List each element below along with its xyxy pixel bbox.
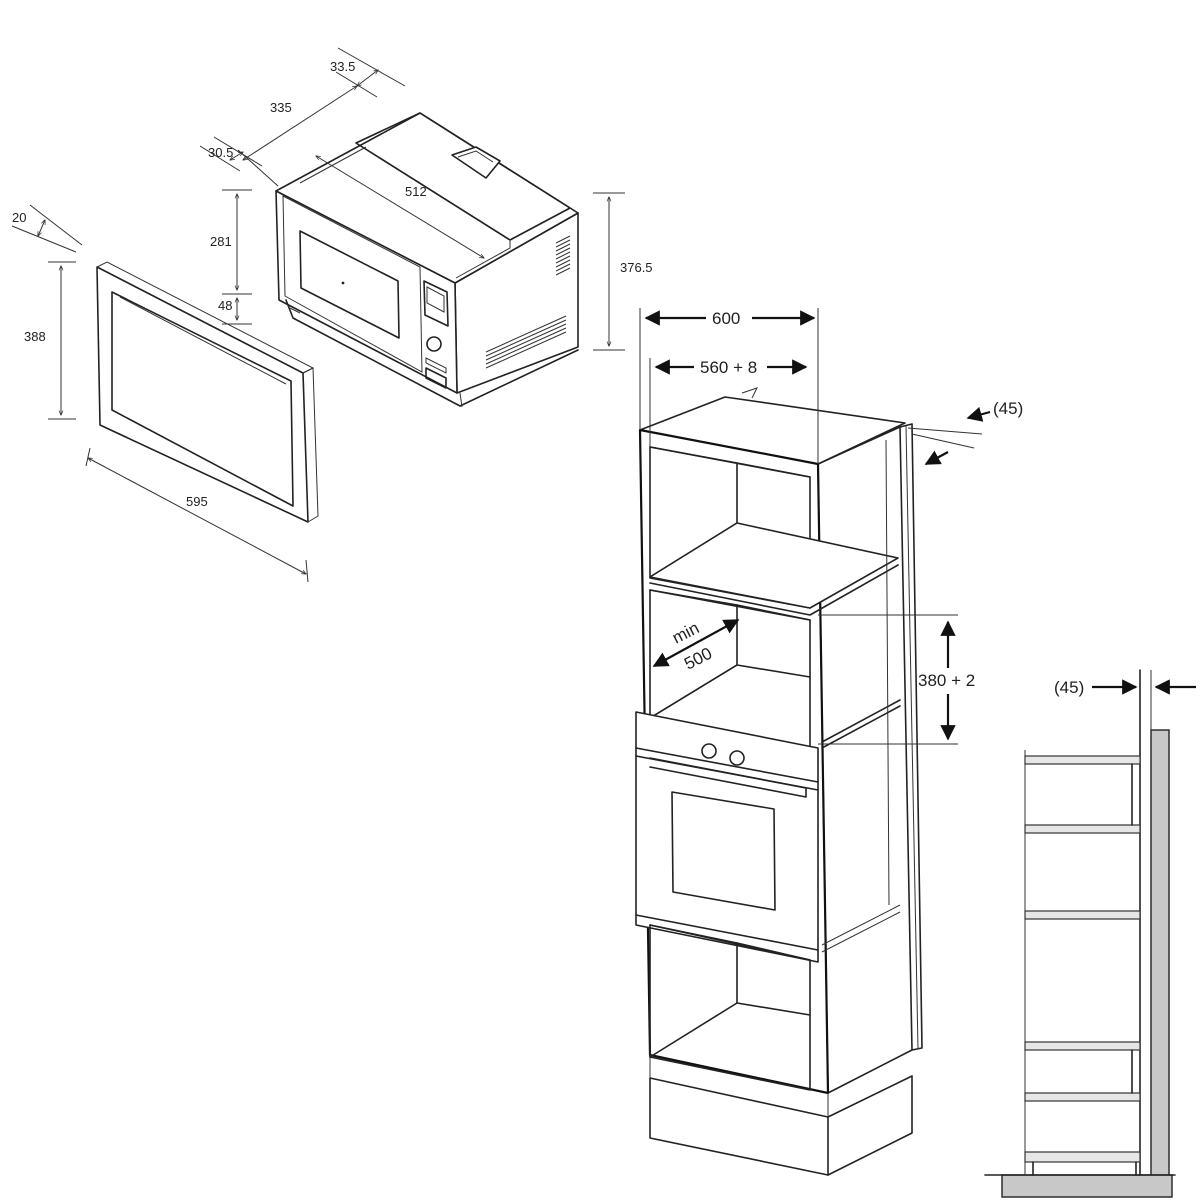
dim-rear-gap-side: (45) [1054,670,1196,730]
dim-frame-height-label: 388 [24,329,46,344]
dim-unit-height: 376.5 [593,192,653,351]
tall-cabinet [635,387,923,1176]
dim-niche-height-label: 380 + 2 [918,671,975,690]
microwave-unit [275,112,579,408]
side-vents [485,235,571,369]
side-section-view [984,669,1176,1198]
dim-unit-depth-label: 335 [270,100,292,115]
dim-cavity-height-label: 281 [210,234,232,249]
dim-unit-width-label: 512 [405,184,427,199]
dim-unit-height-label: 376.5 [620,260,653,275]
dim-unit-width: 512 [316,156,484,258]
dim-frame-height: 388 [24,261,76,420]
dim-rear-gap-top-label: (45) [993,399,1023,418]
dim-inner-width-label: 560 + 8 [700,358,757,377]
dim-rear-gap-side-label: (45) [1054,678,1084,697]
dim-frame-width-label: 595 [186,494,208,509]
dim-base-offset-label: 48 [218,298,232,313]
dim-niche-depth: min 500 [652,618,740,674]
dim-outer-width: 600 [639,308,819,464]
dim-inner-width: 560 + 8 [649,358,808,447]
dim-niche-height: 380 + 2 [818,614,975,745]
dim-rear-gap-top: (45) [907,399,1023,465]
dim-frame-depth: 20 [11,204,83,253]
dim-cavity-height: 281 48 [210,189,252,325]
dim-rear-offset: 33.5 [330,47,406,98]
dim-front-offset: 30.5 [199,136,263,172]
dim-outer-width-label: 600 [712,309,740,328]
dim-frame-width: 595 [85,447,309,583]
dim-front-offset-label: 30.5 [208,145,233,160]
dim-frame-depth-label: 20 [12,210,26,225]
dim-rear-offset-label: 33.5 [330,59,355,74]
